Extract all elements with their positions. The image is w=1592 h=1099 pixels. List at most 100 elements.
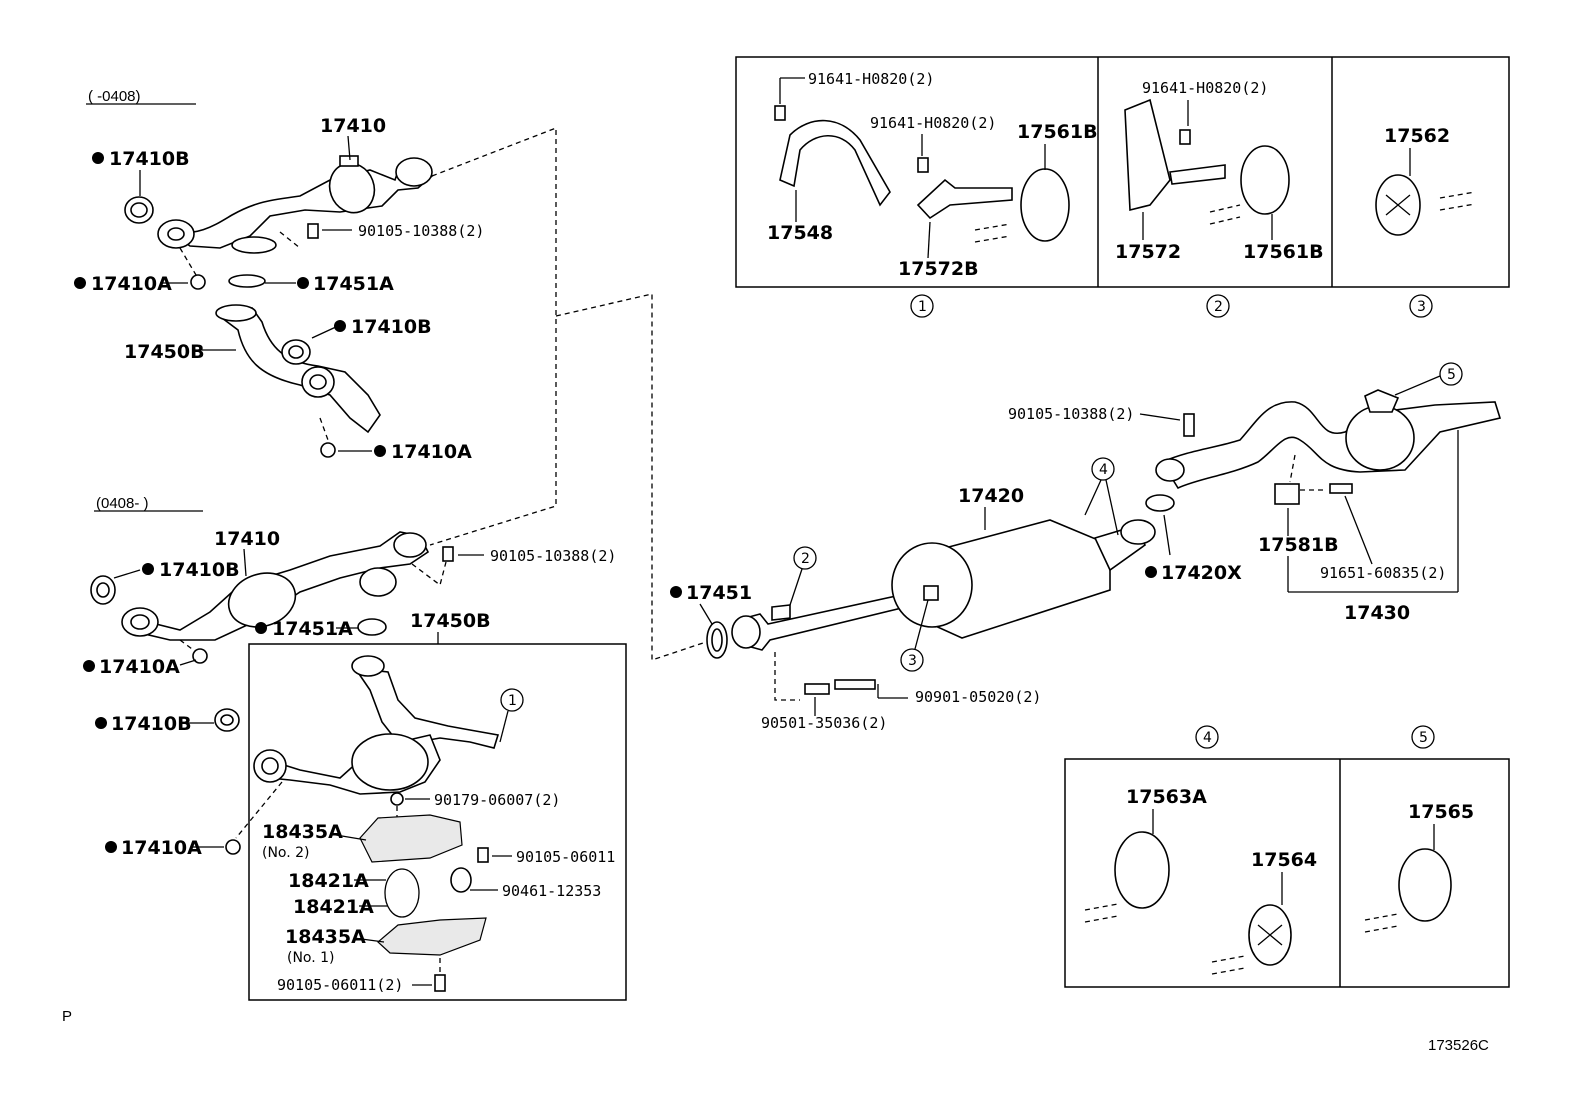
label-17420: 17420 [958,485,1024,507]
muffler-17420 [731,519,1156,651]
heat-insulator-no2 [359,814,463,863]
label-b4-17564: 17564 [1251,849,1317,871]
page-mark: P [62,1008,72,1025]
front-pipe-17410-late [121,531,430,641]
catalytic-detail-box [248,643,627,1001]
label-18421A-b: 18421A [293,896,374,918]
label-b1-91641-a: 91641-H0820(2) [808,70,934,88]
label-18421A-a: 18421A [288,870,369,892]
nut-90179 [390,792,404,806]
label-17410-early: 17410 [320,115,386,137]
bolt-late [442,546,454,562]
label-18435A-no2: 18435A [262,821,343,843]
label-17581B: 17581B [1258,534,1339,556]
label-90901: 90901-05020(2) [915,688,1041,706]
bolt-90105-06011-2 [434,974,446,992]
label-no2: (No. 2) [262,845,310,861]
spring-90501 [804,683,830,695]
bolt-early [307,223,319,239]
bolt-90105-right [1183,413,1195,437]
label-90501: 90501-35036(2) [761,714,887,732]
label-17410B-bot: 17410B [111,713,192,735]
bolt-90105-06011 [477,847,489,863]
callout-5-center: 5 [1447,367,1456,383]
label-18435A-no1: 18435A [285,926,366,948]
insulator-17581B [1274,483,1300,505]
label-17451A-early: 17451A [313,273,394,295]
insulator-b5-17565 [1398,848,1452,922]
label-b2-17572: 17572 [1115,241,1181,263]
label-17430: 17430 [1344,602,1410,624]
figure-id: 173526C [1428,1037,1489,1054]
label-90179: 90179-06007(2) [434,791,560,809]
label-b1-17561B: 17561B [1017,121,1098,143]
label-90105-06011: 90105-06011 [516,848,615,866]
label-17410-late: 17410 [214,528,280,550]
label-17450B-late: 17450B [410,610,491,632]
label-b2-91641: 91641-H0820(2) [1142,79,1268,97]
date-range-early: ( -0408) [88,88,141,105]
callout-5-box: 5 [1419,730,1428,746]
bolt-90901 [834,679,876,690]
nut-17410A-mid [320,442,336,458]
bolt-91641-b1b [917,157,929,173]
callout-3-box: 3 [1417,299,1426,315]
callout-4-center: 4 [1099,462,1108,478]
late-assembly: (0408- ) 17410 17410B 90105-10388(2) 174… [83,495,627,1001]
insulator-b4-17563A [1114,831,1170,909]
nut-17410A-bot [225,839,241,855]
label-17420X: 17420X [1161,562,1242,584]
label-no1: (No. 1) [287,950,335,966]
clamp-18421A [384,868,420,918]
center-assembly: 17451 17420 2 3 4 17420X [670,362,1502,732]
heat-insulator-no1 [377,917,487,956]
label-b1-17548: 17548 [767,222,833,244]
bolt-91651 [1329,483,1353,494]
label-b2-17561B: 17561B [1243,241,1324,263]
detail-boxes-bottom: 4 5 17563A 17564 17565 [1064,725,1510,988]
pipe-17450B-late [253,655,500,795]
bracket-17548 [779,119,891,207]
callout-1-inner: 1 [508,693,517,709]
label-90105-10388-early: 90105-10388(2) [358,222,484,240]
label-91651: 91651-60835(2) [1320,564,1446,582]
label-90105-10388-late: 90105-10388(2) [490,547,616,565]
insulator-b2-17561B [1240,145,1290,215]
label-90105-10388-right: 90105-10388(2) [1008,405,1134,423]
label-17410A-bot: 17410A [121,837,202,859]
gasket-17420X [1145,494,1175,512]
bolt-91641-b1a [774,105,786,121]
label-17410A-mid: 17410A [391,441,472,463]
label-17450B-early: 17450B [124,341,205,363]
nut-17410A-early [190,274,206,290]
bracket-17572B [916,178,1013,220]
callout-4-box: 4 [1203,730,1212,746]
callout-3-center: 3 [908,653,917,669]
label-17410B-late: 17410B [159,559,240,581]
pipe-17450B-early [215,304,381,434]
nut-17410A-late [192,648,208,664]
date-range-late: (0408- ) [96,495,149,512]
label-17410B-mid: 17410B [351,316,432,338]
clip-90461 [450,867,472,893]
callout-2-box: 2 [1214,299,1223,315]
tail-pipe-17430 [1155,389,1502,490]
callout-2-center: 2 [801,551,810,567]
insulator-b1-17561B [1020,168,1070,242]
label-b3-17562: 17562 [1384,125,1450,147]
label-17451A-late: 17451A [272,618,353,640]
label-17410A-late: 17410A [99,656,180,678]
label-90461: 90461-12353 [502,882,601,900]
front-pipe-17410-early [157,155,434,254]
bolt-b2-91641 [1179,129,1191,145]
detail-boxes-top: 91641-H0820(2) 17548 91641-H0820(2) 1757… [735,56,1510,318]
bracket-17572 [1124,98,1171,212]
label-b4-17563A: 17563A [1126,786,1207,808]
label-17410A-early: 17410A [91,273,172,295]
early-assembly: ( -0408) 17410 17410B 90105-10388(2) 174… [74,88,484,463]
gasket-17451A-late [357,618,387,636]
label-17451: 17451 [686,582,752,604]
label-90105-06011-2: 90105-06011(2) [277,976,403,994]
